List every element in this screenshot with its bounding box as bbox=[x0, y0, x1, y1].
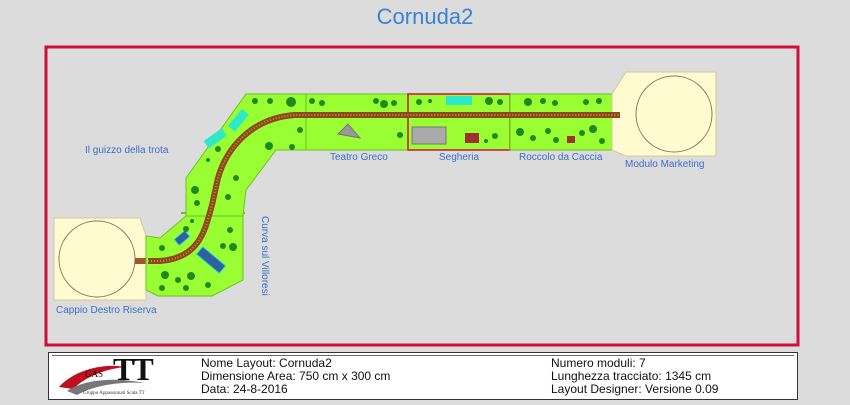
tree-icon bbox=[194, 200, 200, 206]
logo-gas-text: GAS bbox=[85, 369, 104, 379]
tree-icon bbox=[183, 226, 189, 232]
segheria-shed bbox=[465, 133, 479, 143]
tree-icon bbox=[289, 144, 295, 150]
tree-icon bbox=[175, 277, 181, 283]
tree-icon bbox=[191, 186, 199, 194]
label-teatro: Teatro Greco bbox=[330, 152, 388, 163]
segheria-building bbox=[411, 126, 447, 145]
tree-icon bbox=[233, 175, 239, 181]
trees bbox=[159, 97, 605, 291]
teatro-shape bbox=[336, 123, 362, 139]
area-border bbox=[44, 45, 800, 347]
tree-icon bbox=[552, 100, 558, 106]
tree-icon bbox=[373, 98, 379, 104]
tree-icon bbox=[229, 243, 237, 251]
tree-icon bbox=[589, 125, 597, 133]
water-pond bbox=[195, 245, 227, 275]
tree-icon bbox=[220, 243, 226, 249]
tree-icon bbox=[187, 272, 195, 280]
info-nome: Nome Layout: Cornuda2 bbox=[201, 356, 332, 370]
tree-icon bbox=[545, 128, 551, 134]
tree-icon bbox=[297, 127, 303, 133]
tree-icon bbox=[492, 133, 498, 139]
tree-icon bbox=[265, 142, 273, 150]
label-marketing: Modulo Marketing bbox=[625, 159, 705, 170]
tree-icon bbox=[319, 100, 325, 106]
info-panel: GAS TT Gruppo Appassionati Scala TT Nome… bbox=[48, 351, 798, 400]
logo-subtitle: Gruppo Appassionati Scala TT bbox=[83, 391, 145, 396]
layout-title: Cornuda2 bbox=[376, 4, 474, 29]
module-curva[interactable] bbox=[145, 212, 245, 297]
tree-icon bbox=[205, 282, 211, 288]
tree-icon bbox=[183, 285, 189, 291]
roccolo-hut bbox=[567, 136, 575, 143]
tree-icon bbox=[161, 271, 169, 279]
info-numero: Numero moduli: 7 bbox=[551, 356, 646, 370]
tree-icon bbox=[252, 98, 258, 104]
tree-icon bbox=[159, 245, 165, 251]
tree-icon bbox=[553, 137, 559, 143]
logo-tt-text: TT bbox=[113, 351, 154, 387]
logo-swoosh-icon bbox=[59, 365, 145, 395]
tree-icon bbox=[583, 99, 589, 105]
tree-icon bbox=[190, 219, 194, 223]
tree-icon bbox=[215, 146, 221, 152]
segheria-water bbox=[446, 96, 472, 105]
tree-icon bbox=[227, 227, 233, 233]
label-curva: Curva sul Villoresi bbox=[259, 216, 270, 296]
info-designer: Layout Designer: Versione 0.09 bbox=[551, 382, 719, 396]
tree-icon bbox=[286, 97, 296, 107]
module-cappio[interactable] bbox=[53, 217, 149, 301]
info-lunghezza: Lunghezza tracciato: 1345 cm bbox=[551, 369, 712, 383]
tree-icon bbox=[579, 130, 585, 136]
tree-icon bbox=[516, 128, 524, 136]
info-dimensione: Dimensione Area: 750 cm x 300 cm bbox=[201, 369, 391, 383]
tree-icon bbox=[428, 99, 432, 103]
label-segheria: Segheria bbox=[439, 152, 480, 163]
tree-icon bbox=[497, 99, 503, 105]
gas-tt-logo: GAS TT Gruppo Appassionati Scala TT bbox=[55, 351, 175, 397]
tree-icon bbox=[599, 138, 605, 144]
tree-icon bbox=[309, 98, 315, 104]
info-data: Data: 24-8-2016 bbox=[201, 382, 288, 396]
tree-icon bbox=[530, 135, 536, 141]
tree-icon bbox=[225, 194, 231, 200]
tree-icon bbox=[267, 98, 273, 104]
module-guizzo[interactable] bbox=[185, 93, 307, 217]
label-roccolo: Roccolo da Caccia bbox=[519, 152, 603, 163]
tree-icon bbox=[596, 98, 602, 104]
label-guizzo: Il guizzo della trota bbox=[85, 145, 169, 156]
tree-icon bbox=[540, 98, 546, 104]
water-pond-small bbox=[173, 229, 191, 247]
module-marketing[interactable] bbox=[611, 71, 717, 157]
tree-icon bbox=[159, 285, 165, 291]
tree-icon bbox=[485, 97, 493, 105]
tree-icon bbox=[380, 100, 388, 108]
label-cappio: Cappio Destro Riserva bbox=[56, 305, 157, 316]
tree-icon bbox=[206, 158, 210, 162]
tree-icon bbox=[484, 139, 488, 143]
tree-icon bbox=[524, 98, 532, 106]
tree-icon bbox=[416, 99, 422, 105]
tree-icon bbox=[397, 132, 403, 138]
tree-icon bbox=[391, 100, 397, 106]
